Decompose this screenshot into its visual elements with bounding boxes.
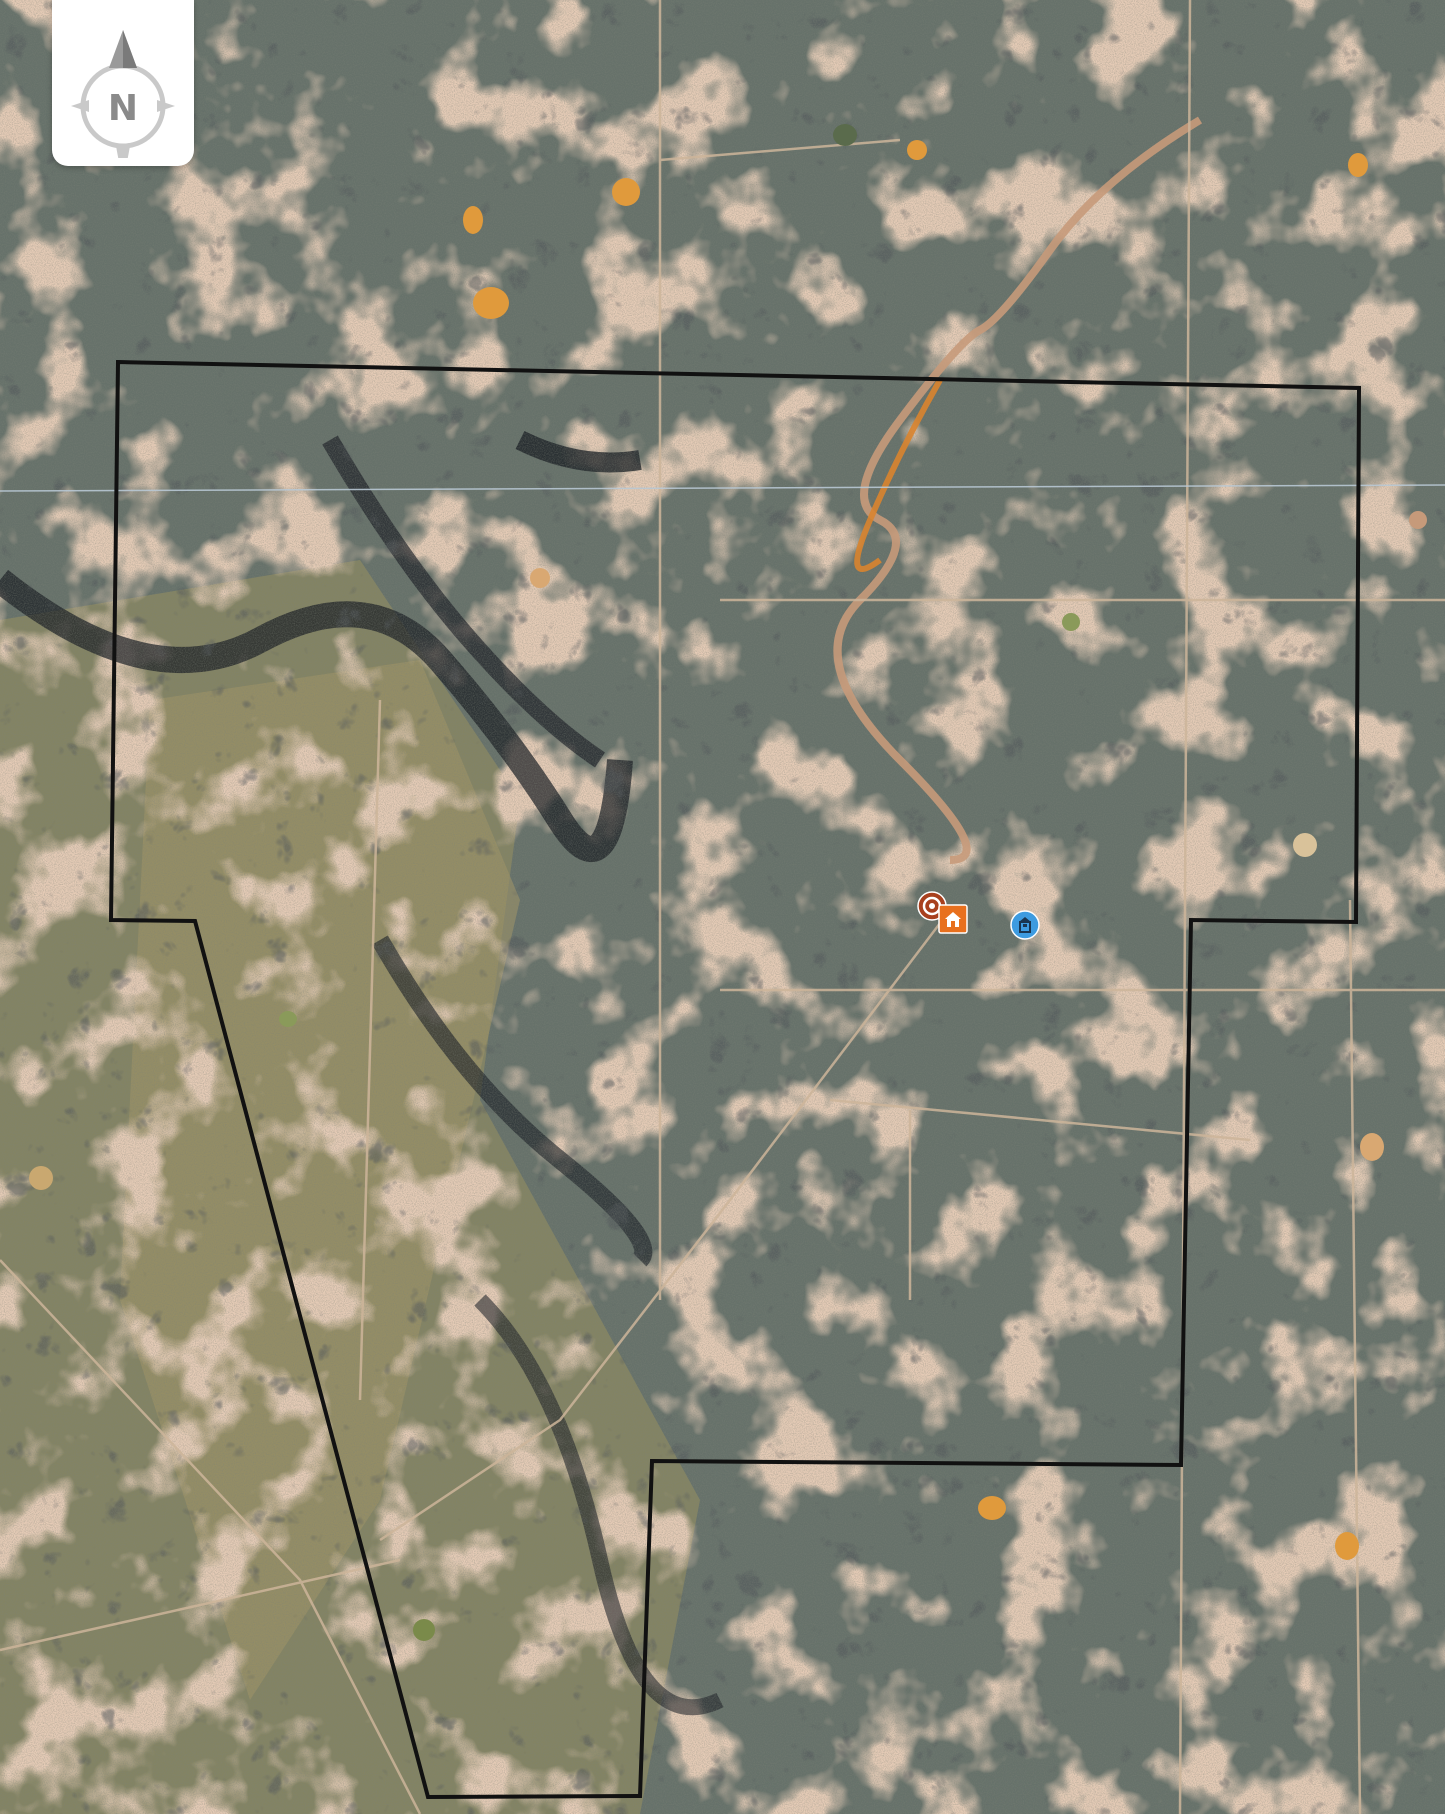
- home-marker[interactable]: [938, 904, 968, 934]
- hunting-blind-icon: [1010, 910, 1040, 940]
- compass-north-icon: N: [71, 30, 175, 158]
- property-boundary: [108, 359, 1362, 1800]
- blind-marker[interactable]: [1010, 910, 1040, 940]
- compass-label: N: [108, 88, 138, 129]
- home-icon: [938, 904, 968, 934]
- compass[interactable]: N: [52, 0, 194, 166]
